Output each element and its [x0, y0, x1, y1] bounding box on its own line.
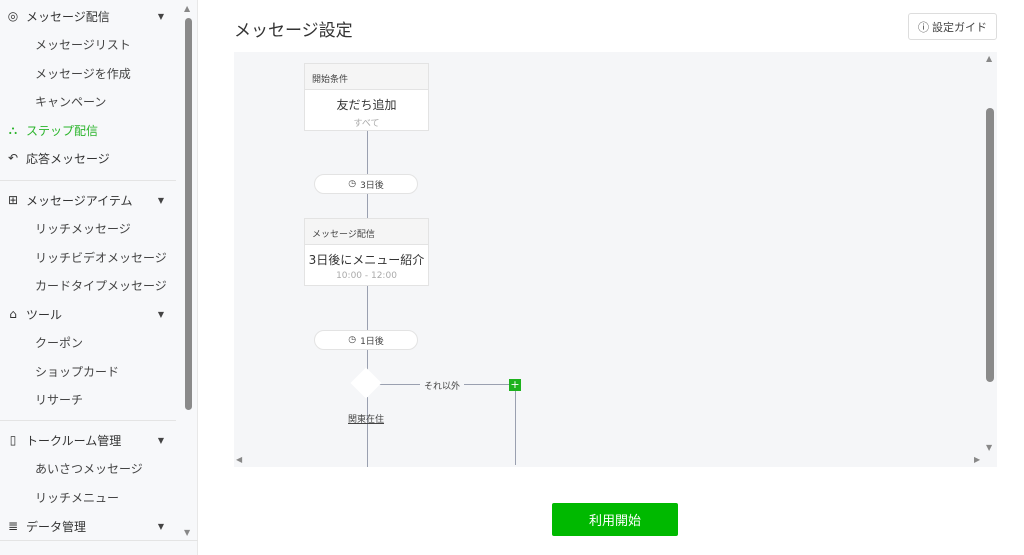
sidebar-item-label: メッセージ配信: [26, 9, 110, 24]
add-step-button[interactable]: +: [509, 378, 521, 391]
sidebar-item[interactable]: ⌂ ツール ▼: [0, 301, 180, 327]
step-icon: ⛬: [8, 122, 18, 137]
sidebar-item[interactable]: あいさつメッセージ: [0, 455, 180, 481]
sidebar-item[interactable]: メッセージリスト: [0, 31, 180, 57]
message-node[interactable]: メッセージ配信 3日後にメニュー紹介 10:00 - 12:00: [304, 218, 429, 286]
sidebar-item[interactable]: リッチメッセージ: [0, 215, 180, 241]
sidebar-item-label: ツール: [26, 307, 63, 322]
flow-canvas[interactable]: 開始条件 友だち追加 すべて ◷3日後 メッセージ配信 3日後にメニュー紹介 1…: [234, 52, 997, 467]
sidebar-item[interactable]: リサーチ: [0, 386, 180, 412]
sidebar-item-label: リッチメニュー: [35, 490, 120, 505]
sidebar-item[interactable]: クーポン: [0, 329, 180, 355]
divider: [0, 180, 176, 181]
scroll-right-arrow[interactable]: ▶: [974, 455, 981, 464]
scroll-down-arrow[interactable]: ▼: [986, 443, 993, 452]
clock-icon: ◷: [348, 179, 357, 189]
sidebar-item[interactable]: ⊞ メッセージアイテム ▼: [0, 187, 180, 213]
connector: [515, 385, 516, 465]
node-title: 友だち追加: [336, 98, 397, 112]
sidebar-item[interactable]: リッチビデオメッセージ: [0, 244, 180, 270]
sidebar-item-label: キャンペーン: [35, 94, 107, 109]
sidebar-item-label: データ管理: [26, 519, 87, 534]
sidebar-item-label: メッセージアイテム: [26, 193, 133, 208]
sidebar-item-label: トークルーム管理: [26, 433, 122, 448]
sidebar-item[interactable]: ≣ データ管理 ▼: [0, 513, 180, 539]
sidebar-item-label: クーポン: [35, 335, 84, 350]
node-sub: すべて: [353, 119, 380, 129]
node-title: 3日後にメニュー紹介: [308, 253, 425, 267]
page-title: メッセージ設定: [234, 21, 353, 41]
wait-label: 1日後: [360, 336, 384, 347]
info-icon: ⓘ: [918, 20, 929, 34]
setting-guide-button[interactable]: ⓘ 設定ガイド: [908, 13, 997, 40]
connector: [367, 286, 368, 330]
sidebar-item-label: カードタイプメッセージ: [35, 278, 167, 293]
sidebar-item[interactable]: カードタイプメッセージ: [0, 272, 180, 298]
node-sub: 10:00 - 12:00: [336, 271, 397, 281]
connector: [367, 397, 368, 467]
sidebar-item[interactable]: ▯ トークルーム管理 ▼: [0, 427, 180, 453]
chevron-down-icon[interactable]: ▼: [157, 435, 164, 445]
connector: [367, 350, 368, 370]
scroll-down-arrow[interactable]: ▼: [184, 528, 191, 537]
sidebar-item-label: ステップ配信: [26, 123, 99, 138]
start-condition-node[interactable]: 開始条件 友だち追加 すべて: [304, 63, 429, 131]
divider: [0, 420, 176, 421]
sidebar-item-label: あいさつメッセージ: [35, 461, 143, 476]
sidebar-item[interactable]: ショップカード: [0, 358, 180, 384]
sidebar-item-label: リッチメッセージ: [35, 221, 131, 236]
chevron-down-icon[interactable]: ▼: [157, 521, 164, 531]
clock-icon: ◷: [348, 335, 357, 345]
node-header: メッセージ配信: [305, 219, 428, 245]
reply-icon: ↶: [7, 151, 19, 165]
chatroom-icon: ▯: [9, 433, 17, 447]
scroll-up-arrow[interactable]: ▲: [184, 4, 191, 13]
branch-node[interactable]: [350, 367, 382, 399]
sidebar-item-label: メッセージを作成: [35, 66, 131, 81]
wait-node[interactable]: ◷3日後: [314, 174, 418, 194]
guide-label: 設定ガイド: [932, 20, 987, 34]
else-label: それ以外: [420, 379, 465, 392]
sidebar-item[interactable]: ⛬ ステップ配信: [0, 117, 180, 143]
chevron-down-icon[interactable]: ▼: [157, 309, 164, 319]
sidebar-item[interactable]: キャンペーン: [0, 88, 180, 114]
connector: [367, 194, 368, 218]
canvas-vertical-scrollbar[interactable]: [986, 108, 994, 382]
sidebar-item-label: リサーチ: [35, 392, 84, 407]
sidebar: ◎ メッセージ配信 ▼ メッセージリストメッセージを作成キャンペーン ⛬ ステップ配信 ↶ 応…: [0, 0, 198, 555]
condition-link[interactable]: 関東在住: [348, 415, 385, 425]
chevron-down-icon[interactable]: ▼: [157, 195, 164, 205]
broadcast-icon: ◎: [7, 9, 19, 23]
scroll-left-arrow[interactable]: ◀: [236, 455, 243, 464]
divider: [0, 540, 198, 541]
sidebar-item[interactable]: ◎ メッセージ配信 ▼: [0, 3, 180, 29]
sidebar-item-label: リッチビデオメッセージ: [35, 250, 167, 265]
database-icon: ≣: [7, 519, 19, 533]
sidebar-scrollbar[interactable]: [185, 18, 192, 410]
wait-node[interactable]: ◷1日後: [314, 330, 418, 350]
sidebar-item-label: メッセージリスト: [35, 37, 131, 52]
sidebar-item-label: 応答メッセージ: [26, 151, 110, 166]
message-add-icon: ⊞: [7, 193, 19, 207]
wait-label: 3日後: [360, 180, 384, 191]
chevron-down-icon[interactable]: ▼: [157, 11, 164, 21]
sidebar-item[interactable]: リッチメニュー: [0, 484, 180, 510]
sidebar-item[interactable]: メッセージを作成: [0, 60, 180, 86]
sidebar-item[interactable]: ↶ 応答メッセージ: [0, 145, 180, 171]
start-using-button[interactable]: 利用開始: [552, 503, 678, 536]
connector: [367, 131, 368, 174]
node-header: 開始条件: [305, 64, 428, 90]
scroll-up-arrow[interactable]: ▲: [986, 54, 993, 63]
shop-icon: ⌂: [9, 307, 17, 321]
sidebar-item-label: ショップカード: [35, 364, 120, 379]
